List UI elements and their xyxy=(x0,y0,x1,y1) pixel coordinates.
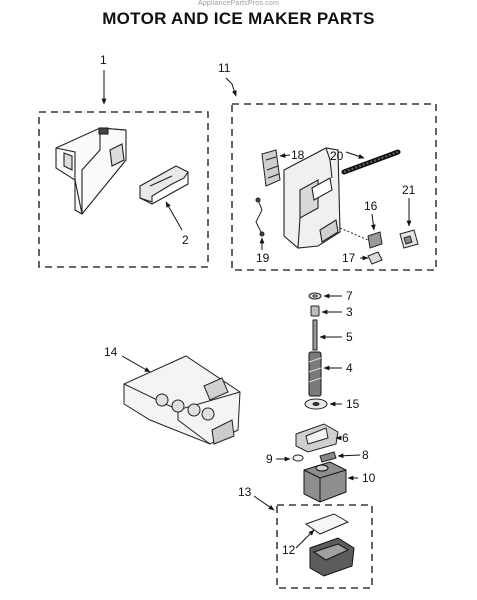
part-13-lower-housing[interactable] xyxy=(309,537,355,577)
watermark: AppliancePartsPros.com xyxy=(197,0,280,7)
part-5-shaft[interactable] xyxy=(312,319,318,351)
part-4-auger[interactable] xyxy=(308,351,322,397)
callout-4: 4 xyxy=(346,361,353,375)
part-18-flap[interactable] xyxy=(261,149,281,187)
callout-2: 2 xyxy=(182,233,189,247)
part-15-gasket[interactable] xyxy=(304,398,328,410)
part-8-clip[interactable] xyxy=(319,451,337,463)
group-box-13 xyxy=(276,504,373,589)
leader-12 xyxy=(295,529,315,549)
part-9-ring[interactable] xyxy=(292,454,304,462)
callout-10: 10 xyxy=(362,471,376,485)
leader-20 xyxy=(345,151,365,159)
leader-lines xyxy=(101,70,412,549)
callout-5: 5 xyxy=(346,330,353,344)
part-14-ice-maker[interactable] xyxy=(123,355,241,445)
part-17-clip[interactable] xyxy=(367,251,383,265)
part-1-housing[interactable] xyxy=(55,127,127,215)
callout-20: 20 xyxy=(330,149,344,163)
part-16-connector[interactable] xyxy=(339,227,383,249)
group-box-1 xyxy=(38,111,209,268)
part-21-switch[interactable] xyxy=(399,229,419,249)
callout-15: 15 xyxy=(346,397,360,411)
diagram-title: MOTOR AND ICE MAKER PARTS xyxy=(102,9,375,28)
callout-16: 16 xyxy=(364,199,378,213)
callout-7: 7 xyxy=(346,289,353,303)
leader-2 xyxy=(165,201,183,231)
leader-8 xyxy=(337,453,361,459)
group-box-11 xyxy=(231,103,437,271)
callout-6: 6 xyxy=(342,431,349,445)
callout-labels: 1 2 11 18 19 20 16 17 21 7 3 5 4 15 6 8 … xyxy=(100,53,416,557)
part-19-wire[interactable] xyxy=(255,197,265,237)
callout-9: 9 xyxy=(266,452,273,466)
leader-18 xyxy=(279,153,291,158)
callout-8: 8 xyxy=(362,448,369,462)
callout-19: 19 xyxy=(256,251,270,265)
leader-16 xyxy=(370,213,376,231)
callout-3: 3 xyxy=(346,305,353,319)
callout-21: 21 xyxy=(402,183,416,197)
part-11-housing[interactable] xyxy=(283,147,341,249)
part-12-plate[interactable] xyxy=(304,513,350,535)
callout-13: 13 xyxy=(238,485,252,499)
leader-11 xyxy=(225,77,237,97)
part-3-bushing[interactable] xyxy=(310,305,320,317)
callout-18: 18 xyxy=(291,148,305,162)
callout-17: 17 xyxy=(342,251,356,265)
part-6-mount-bracket[interactable] xyxy=(295,423,339,453)
callout-14: 14 xyxy=(104,345,118,359)
leader-14 xyxy=(121,355,151,373)
callout-12: 12 xyxy=(282,543,296,557)
part-20-rod[interactable] xyxy=(341,149,401,175)
part-10-motor[interactable] xyxy=(303,461,347,503)
callout-1: 1 xyxy=(100,53,107,67)
callout-11: 11 xyxy=(218,61,231,75)
part-2-bracket[interactable] xyxy=(139,165,189,205)
part-7-washer[interactable] xyxy=(308,292,322,300)
leader-13 xyxy=(253,495,275,511)
